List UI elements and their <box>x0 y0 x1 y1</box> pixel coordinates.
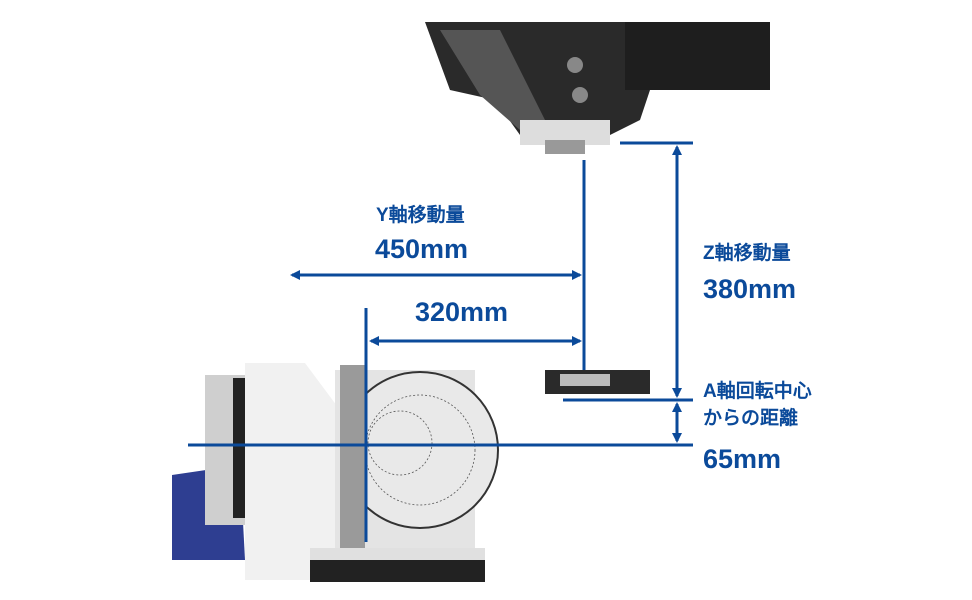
y-axis-value: 450mm <box>375 234 469 264</box>
y-axis-title: Y軸移動量 <box>376 205 465 226</box>
dimension-lines <box>188 141 693 542</box>
spindle-head <box>425 22 770 154</box>
z-axis-title: Z軸移動量 <box>703 243 791 264</box>
work-table <box>545 370 650 394</box>
z-axis-value: 380mm <box>703 274 797 304</box>
a-center-line2: からの距離 <box>703 408 799 429</box>
a-center-line1: A軸回転中心 <box>703 381 812 402</box>
y-partial-value: 320mm <box>415 297 509 327</box>
rotary-table <box>172 363 499 582</box>
a-center-value: 65mm <box>703 444 782 474</box>
